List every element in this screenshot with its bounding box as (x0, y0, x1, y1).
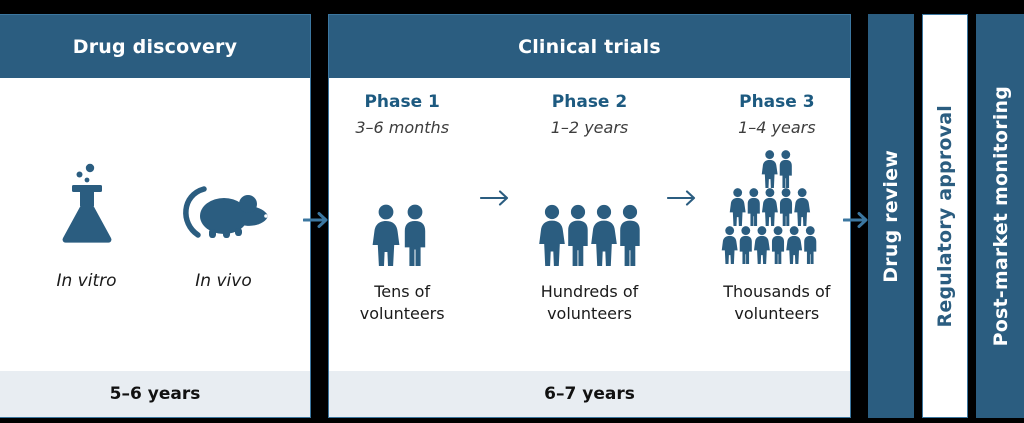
phase-1-people-icon (370, 151, 434, 267)
phase-2-caption-line2: volunteers (547, 303, 632, 323)
clinical-trials-body: Phase 1 3–6 months Te (329, 78, 850, 371)
phase-2-people-icon (538, 151, 642, 267)
regulatory-approval-label: Regulatory approval (934, 104, 956, 328)
panel-drug-discovery: Drug discovery (0, 14, 311, 418)
discovery-label-in-vivo: In vivo (195, 270, 252, 291)
arrow-trials-to-review-icon (843, 208, 873, 232)
phase-3-caption-line2: volunteers (734, 303, 820, 323)
phase-3-crowd-icon (718, 150, 836, 267)
phase-1-caption-line1: Tens of (374, 282, 431, 301)
panel-regulatory-approval: Regulatory approval (922, 14, 968, 418)
clinical-trials-title: Clinical trials (329, 15, 850, 78)
panel-post-market-monitoring: Post-market monitoring (976, 14, 1024, 418)
phase-1-title: Phase 1 (364, 92, 440, 112)
discovery-item-in-vitro: In vitro (22, 159, 152, 291)
discovery-item-in-vivo: In vivo (159, 159, 289, 291)
phase-3-duration: 1–4 years (738, 118, 816, 137)
phase-1: Phase 1 3–6 months Te (329, 78, 475, 324)
discovery-label-in-vitro: In vitro (56, 270, 117, 291)
phase-2-caption-line1: Hundreds of (540, 282, 639, 301)
phase-1-caption: Tens of volunteers (360, 281, 445, 324)
drug-discovery-duration: 5–6 years (0, 371, 310, 417)
drug-discovery-body: In vitro (0, 78, 310, 371)
phase-1-caption-line2: volunteers (359, 303, 445, 323)
mouse-icon (178, 159, 270, 245)
flask-icon (50, 159, 124, 245)
phase-2: Phase 2 1–2 years (516, 78, 662, 324)
phase-2-title: Phase 2 (551, 92, 628, 112)
panel-clinical-trials: Clinical trials Phase 1 3–6 months (328, 14, 851, 418)
phase-3-caption: Thousands of volunteers (723, 281, 830, 324)
clinical-trials-duration: 6–7 years (329, 371, 850, 417)
phase-3-title: Phase 3 (739, 92, 815, 112)
drug-review-label: Drug review (880, 149, 902, 283)
phase-2-duration: 1–2 years (550, 118, 629, 137)
phase-3: Phase 3 1–4 years (704, 78, 850, 324)
arrow-discovery-to-trials-icon (303, 208, 333, 232)
panel-drug-review: Drug review (868, 14, 914, 418)
phase-2-caption: Hundreds of volunteers (541, 281, 639, 324)
post-market-monitoring-label: Post-market monitoring (989, 85, 1012, 347)
arrow-phase2-phase3 (663, 78, 704, 318)
drug-discovery-title: Drug discovery (0, 15, 310, 78)
phase-3-caption-line1: Thousands of (723, 282, 831, 301)
arrow-phase1-phase2 (475, 78, 516, 318)
phase-1-duration: 3–6 months (355, 118, 450, 137)
